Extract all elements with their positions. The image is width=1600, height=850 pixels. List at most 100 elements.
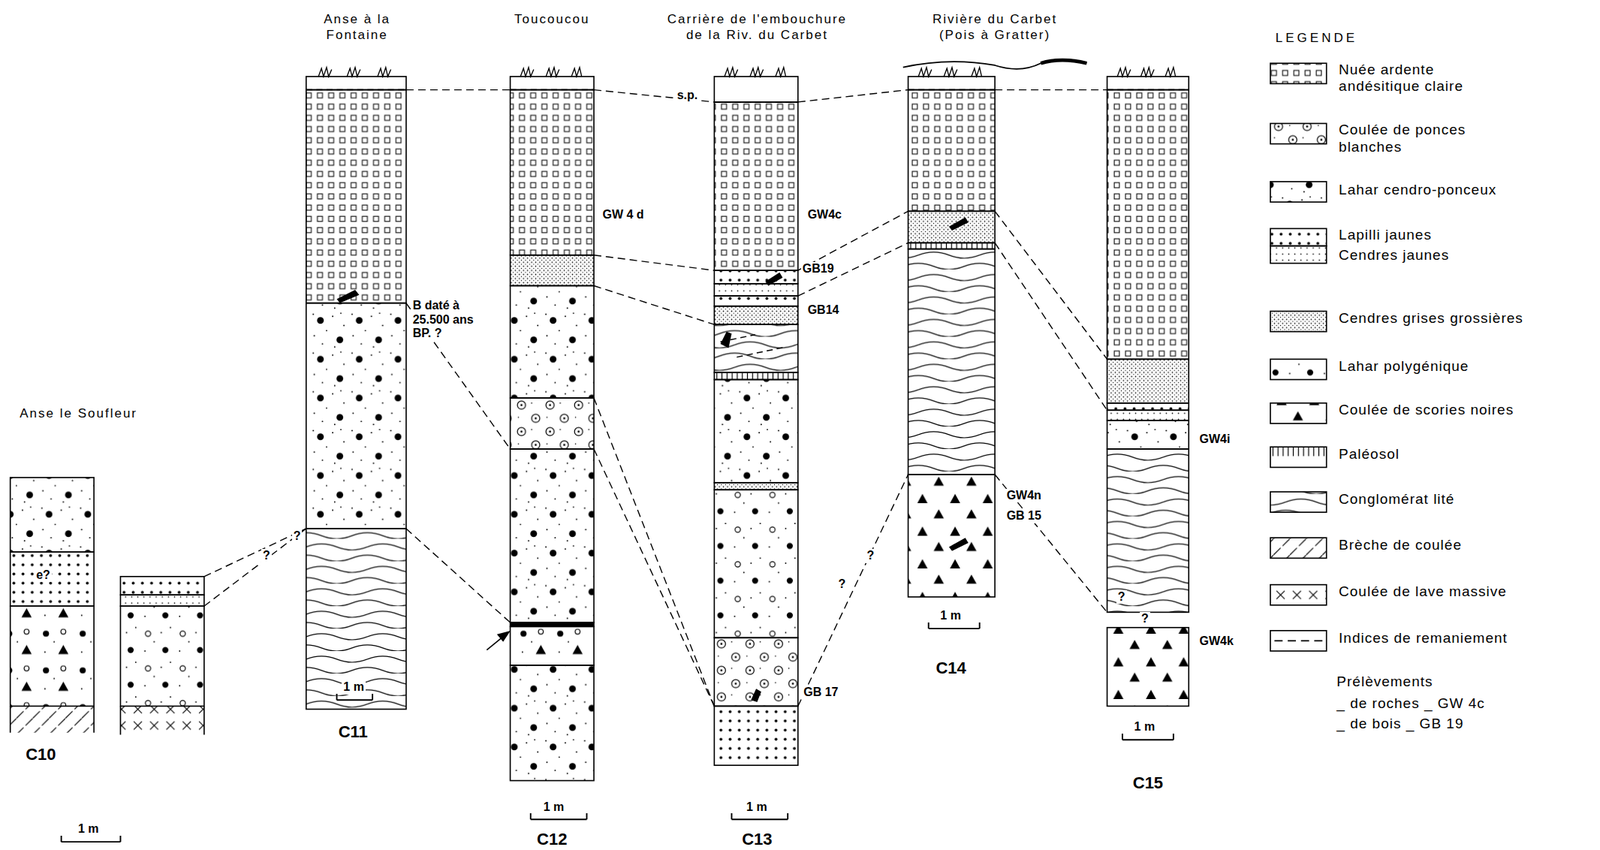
column-layers xyxy=(1107,403,1190,411)
column-number: C13 xyxy=(741,829,772,850)
column-layers xyxy=(510,665,594,781)
correlation-line xyxy=(204,528,307,606)
column-layers xyxy=(1107,420,1190,449)
sample-label: 1 m xyxy=(744,800,769,814)
vegetation-tufts xyxy=(903,59,1088,70)
sample-label: 1 m xyxy=(542,800,567,814)
legend-samples xyxy=(1270,310,1327,332)
legend-samples xyxy=(1270,246,1327,264)
column-layers xyxy=(714,295,798,307)
sample-label: GW4c xyxy=(806,207,844,222)
question-mark: ? xyxy=(261,548,272,563)
sample-label: GW4i xyxy=(1198,432,1233,446)
column-layers xyxy=(714,489,798,638)
legend-samples xyxy=(1270,123,1327,144)
question-mark: ? xyxy=(836,577,847,591)
scale-bars xyxy=(61,622,1174,842)
legend-samples xyxy=(1270,63,1327,84)
column-layers xyxy=(714,482,798,491)
correlation-line xyxy=(994,474,1108,612)
correlation-line xyxy=(593,397,715,706)
column-layers xyxy=(510,397,594,449)
column-layers xyxy=(908,76,996,91)
question-mark: ? xyxy=(292,529,303,543)
column-layers xyxy=(908,210,996,243)
legend-samples xyxy=(1270,63,1327,651)
column-layers xyxy=(120,705,204,735)
correlation-line xyxy=(798,242,909,296)
column-layers xyxy=(306,90,407,304)
legend-samples xyxy=(1270,446,1327,468)
reworking-dashes xyxy=(714,101,798,103)
legend-samples xyxy=(1270,403,1327,424)
legend-text: Lahar polygénique xyxy=(1338,358,1469,376)
column-layers xyxy=(10,76,1190,781)
column-layers xyxy=(714,379,798,483)
legend-text: Coulée de lave massive xyxy=(1338,583,1507,601)
column-number: C12 xyxy=(536,829,567,850)
vegetation-tufts xyxy=(724,67,787,77)
legend-samples xyxy=(1270,491,1327,513)
question-mark: ? xyxy=(864,548,876,563)
column-layers xyxy=(510,286,594,398)
column-layers xyxy=(10,605,94,706)
scale-bars xyxy=(61,835,121,842)
legend-text: Coulée de scories noires xyxy=(1338,401,1514,419)
sample-label: GB19 xyxy=(801,262,836,276)
column-layers xyxy=(120,605,204,706)
legend-samples xyxy=(1270,228,1327,246)
sample-label: GW 4 d xyxy=(600,207,645,222)
column-layers xyxy=(120,576,204,595)
legend-text: Conglomérat lité xyxy=(1338,491,1455,509)
legend-text: _ de roches _ GW 4c xyxy=(1336,695,1485,713)
column-layers xyxy=(1107,90,1190,360)
legend-text: Cendres jaunes xyxy=(1338,247,1450,265)
sample-label: e? xyxy=(34,568,52,582)
column-layers xyxy=(120,705,204,735)
question-mark: ? xyxy=(1116,590,1127,604)
column-layers xyxy=(908,474,996,597)
legend-samples xyxy=(1270,446,1327,456)
column-layers xyxy=(10,705,94,733)
reworking-dashes xyxy=(306,90,1189,358)
legend-text: Lapilli jaunes xyxy=(1338,226,1432,245)
legend-samples xyxy=(1274,640,1323,642)
column-number: C15 xyxy=(1132,773,1164,793)
wood-samples xyxy=(765,272,783,287)
sample-label: GW4k xyxy=(1198,634,1236,648)
column-layers xyxy=(714,372,798,380)
scale-bars xyxy=(337,693,374,700)
sample-label: GW4n xyxy=(1005,488,1043,503)
column-heading: Carrière de l'embouchure de la Riv. du C… xyxy=(657,12,857,43)
sample-label: GB14 xyxy=(806,303,841,317)
column-layers xyxy=(908,90,996,212)
legend-text: Nuée ardente andésitique claire xyxy=(1338,61,1489,97)
correlation-line xyxy=(593,286,715,326)
correlation-line xyxy=(994,210,1108,359)
sample-label: 1 m xyxy=(1132,720,1158,734)
sample-label: GB 17 xyxy=(801,685,840,700)
wood-samples xyxy=(949,537,969,552)
legend-heading: Prélèvements xyxy=(1336,673,1433,691)
sample-label: 1 m xyxy=(76,822,101,836)
stratigraphic-column: Anse à la FontaineC11 xyxy=(306,76,407,710)
legend-text: Lahar cendro-ponceux xyxy=(1338,181,1497,199)
legend-samples xyxy=(1270,630,1327,651)
pointer-arrow xyxy=(497,631,510,641)
pointer-arrow xyxy=(486,631,510,650)
column-heading: Toucoucou xyxy=(514,12,590,28)
vegetation-tufts xyxy=(1040,60,1087,64)
stratigraphic-column: Rivière du Carbet (Pois à Gratter)C14 xyxy=(908,76,996,597)
column-layers xyxy=(714,76,798,103)
column-heading: Anse à la Fontaine xyxy=(304,12,410,43)
correlation-line xyxy=(406,528,511,623)
stratigraphic-column: ToucoucouC12 xyxy=(510,76,594,781)
scale-bars xyxy=(731,813,788,820)
question-mark: ? xyxy=(1139,611,1151,626)
column-layers xyxy=(714,324,798,373)
column-layers xyxy=(1107,358,1190,403)
column-layers xyxy=(714,306,798,325)
legend-text: Cendres grises grossières xyxy=(1338,310,1524,328)
vegetation-tufts xyxy=(520,67,582,77)
vegetation-tufts xyxy=(318,67,391,77)
